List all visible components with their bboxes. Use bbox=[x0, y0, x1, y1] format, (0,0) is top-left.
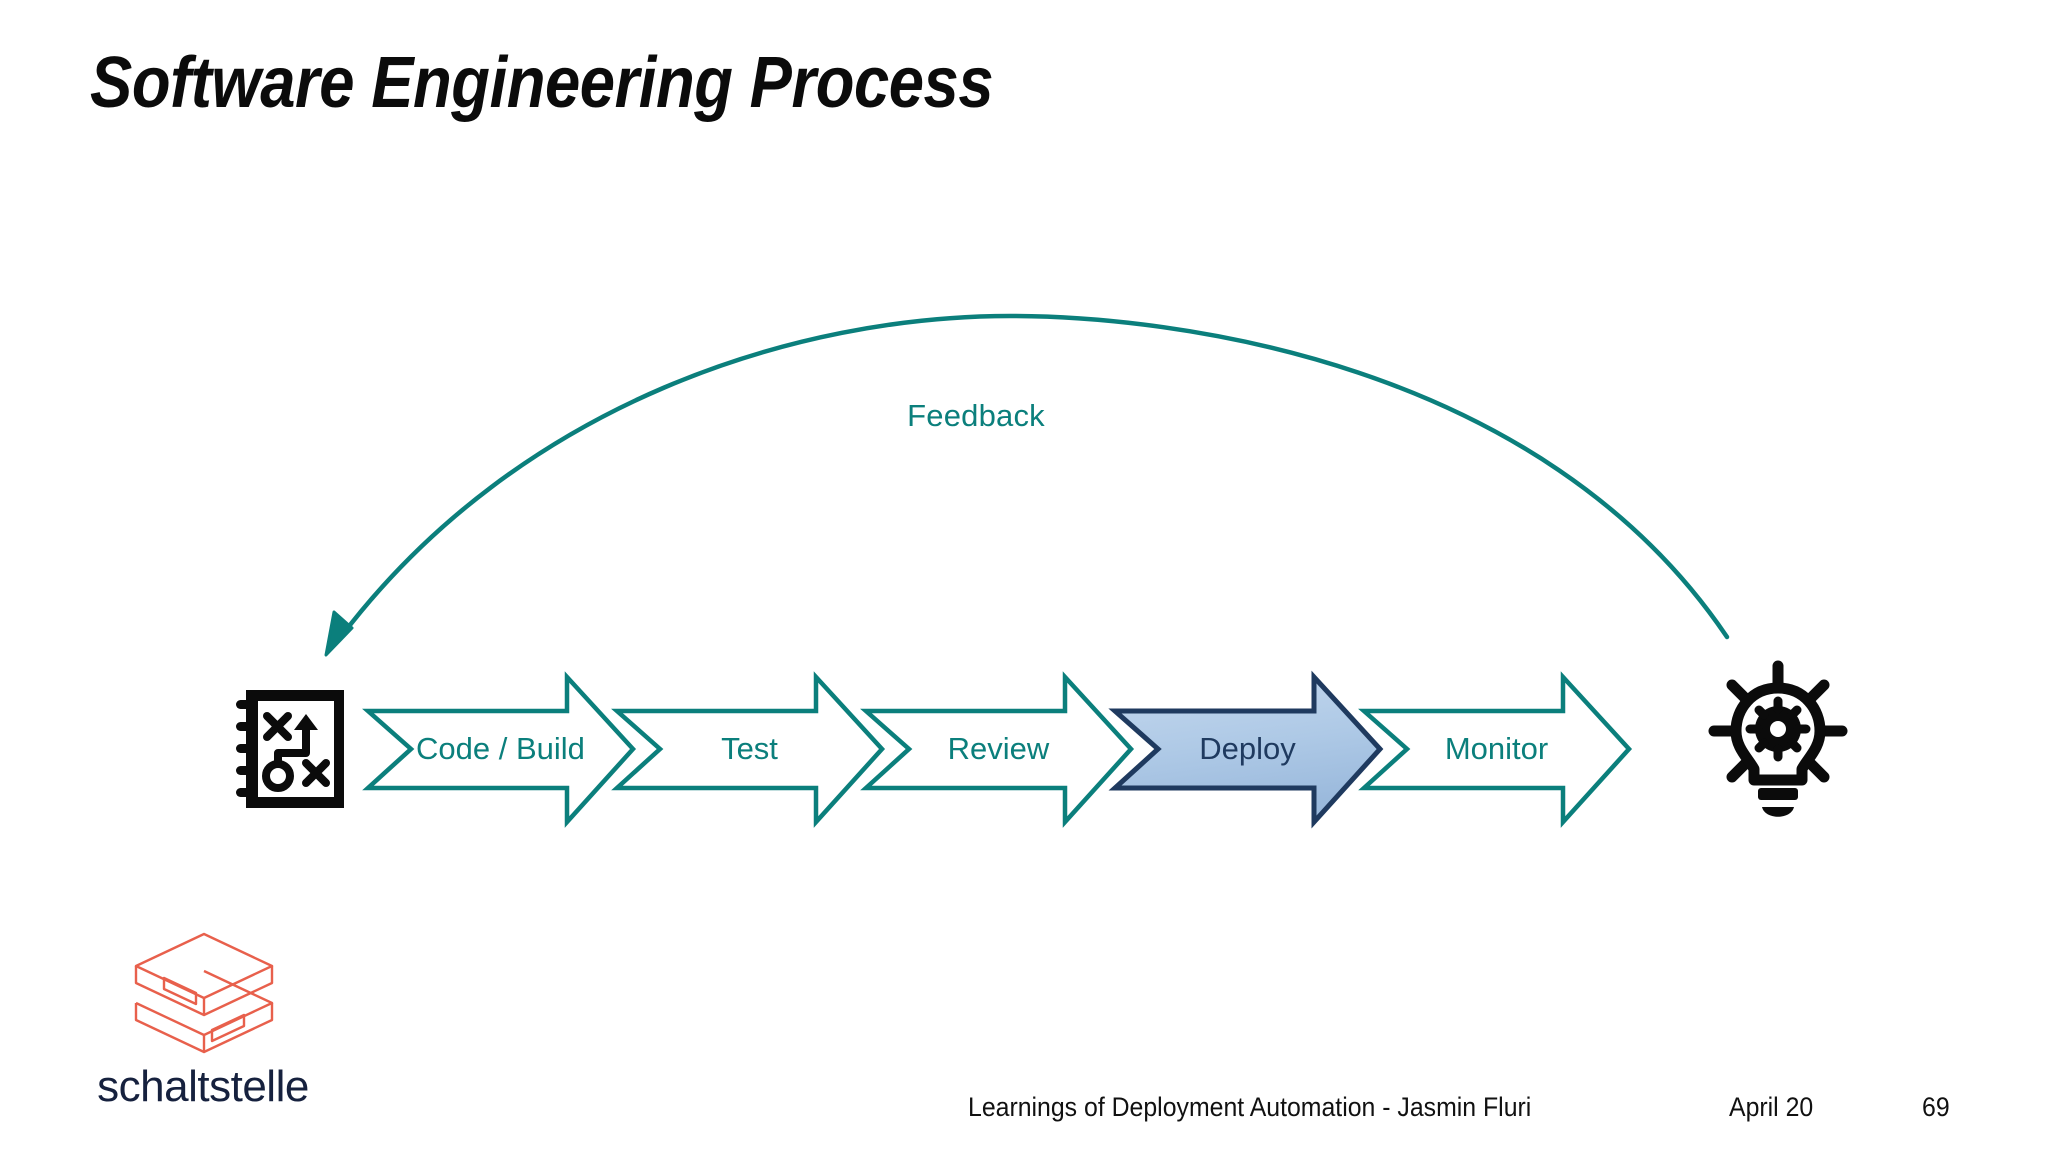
feedback-label-text: Feedback bbox=[907, 398, 1045, 433]
footer-title: Learnings of Deployment Automation - Jas… bbox=[968, 1092, 1532, 1122]
stage-label-review[interactable]: Review bbox=[947, 731, 1050, 766]
stage-label-code-build[interactable]: Code / Build bbox=[416, 731, 585, 766]
brand-logo: schaltstelle bbox=[88, 930, 318, 1111]
footer-date: April 20 bbox=[1729, 1092, 1814, 1122]
page-title: Software Engineering Process bbox=[90, 43, 994, 123]
logo-wordmark: schaltstelle bbox=[97, 1062, 309, 1111]
schaltstelle-isometric-s-icon bbox=[120, 930, 288, 1075]
lightbulb-gear-idea-icon bbox=[1708, 660, 1848, 817]
footer-page-number: 69 bbox=[1922, 1092, 1950, 1122]
feedback-label: Feedback bbox=[0, 398, 2048, 434]
stage-label-test[interactable]: Test bbox=[721, 731, 778, 766]
feedback-arrow bbox=[324, 313, 1730, 657]
stage-label-deploy[interactable]: Deploy bbox=[1199, 731, 1296, 766]
stage-label-monitor[interactable]: Monitor bbox=[1444, 731, 1549, 766]
strategy-playbook-icon bbox=[236, 690, 344, 808]
